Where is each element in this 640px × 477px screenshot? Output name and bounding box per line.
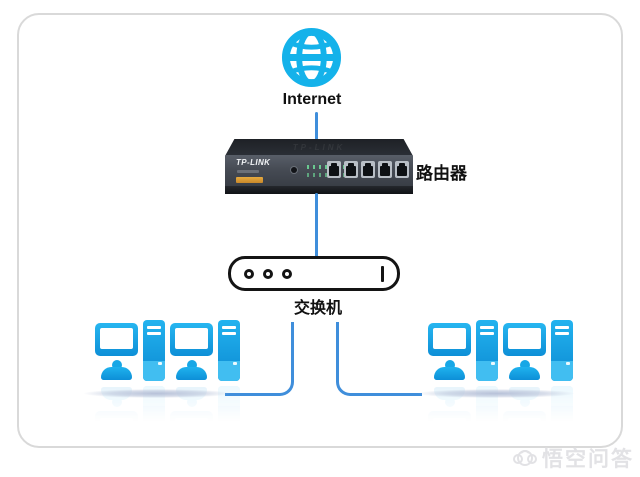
pc-tower — [551, 320, 573, 381]
link-router-to-switch — [315, 193, 318, 258]
switch-device — [228, 256, 400, 291]
desktop-pc-icon — [170, 320, 240, 383]
pc-monitor — [428, 323, 471, 356]
switch-indicator-dot — [244, 268, 254, 279]
pc-monitor — [170, 323, 213, 356]
router-label: 路由器 — [416, 164, 467, 183]
pc-stand-base — [434, 367, 465, 380]
link-internet-to-router — [315, 112, 318, 140]
pc-tower — [476, 320, 498, 381]
watermark-text: 悟空问答 — [542, 448, 634, 471]
pc-stand — [112, 360, 122, 370]
switch-power-slot — [381, 265, 384, 282]
pc-screen — [100, 328, 133, 349]
router-reset-button — [291, 167, 297, 173]
pc-tower — [218, 320, 240, 381]
ethernet-port — [327, 161, 341, 178]
pc-stand — [445, 360, 455, 370]
pc-screen — [175, 328, 208, 349]
pc-monitor — [95, 323, 138, 356]
floor-shadow-left — [84, 389, 230, 398]
internet-globe-icon — [281, 27, 342, 88]
desktop-pc-icon — [428, 320, 498, 383]
pc-stand-base — [176, 367, 207, 380]
monkey-logo-icon — [513, 450, 537, 466]
pc-stand — [187, 360, 197, 370]
desktop-pc-icon — [95, 320, 165, 383]
desktop-pc-icon — [503, 320, 573, 383]
internet-label: Internet — [282, 91, 342, 108]
pc-tower — [143, 320, 165, 381]
router-ethernet-ports — [327, 161, 409, 178]
switch-label: 交换机 — [293, 300, 342, 317]
router-top-emboss-text: TP-LINK — [292, 143, 346, 152]
ethernet-port — [361, 161, 375, 178]
router-front-panel: TP-LINK — [225, 155, 413, 187]
router-bottom-edge — [225, 186, 413, 194]
pc-screen — [433, 328, 466, 349]
router-device: TP-LINK TP-LINK — [225, 139, 413, 194]
link-switch-to-right-pcs — [336, 322, 422, 396]
router-orange-badge — [236, 177, 263, 183]
switch-indicator-dot — [263, 268, 273, 279]
pc-stand-base — [509, 367, 540, 380]
pc-monitor — [503, 323, 546, 356]
router-brand-label: TP-LINK — [236, 158, 271, 167]
pc-stand-base — [101, 367, 132, 380]
floor-shadow-right — [418, 389, 574, 398]
link-switch-to-left-pcs — [225, 322, 294, 396]
router-top-panel: TP-LINK — [225, 139, 413, 156]
ethernet-port — [344, 161, 358, 178]
pc-stand — [520, 360, 530, 370]
switch-indicator-dot — [282, 268, 292, 279]
router-model-text-blur — [237, 170, 259, 173]
pc-screen — [508, 328, 541, 349]
ethernet-port — [395, 161, 409, 178]
watermark: 悟空问答 — [512, 443, 634, 473]
ethernet-port — [378, 161, 392, 178]
